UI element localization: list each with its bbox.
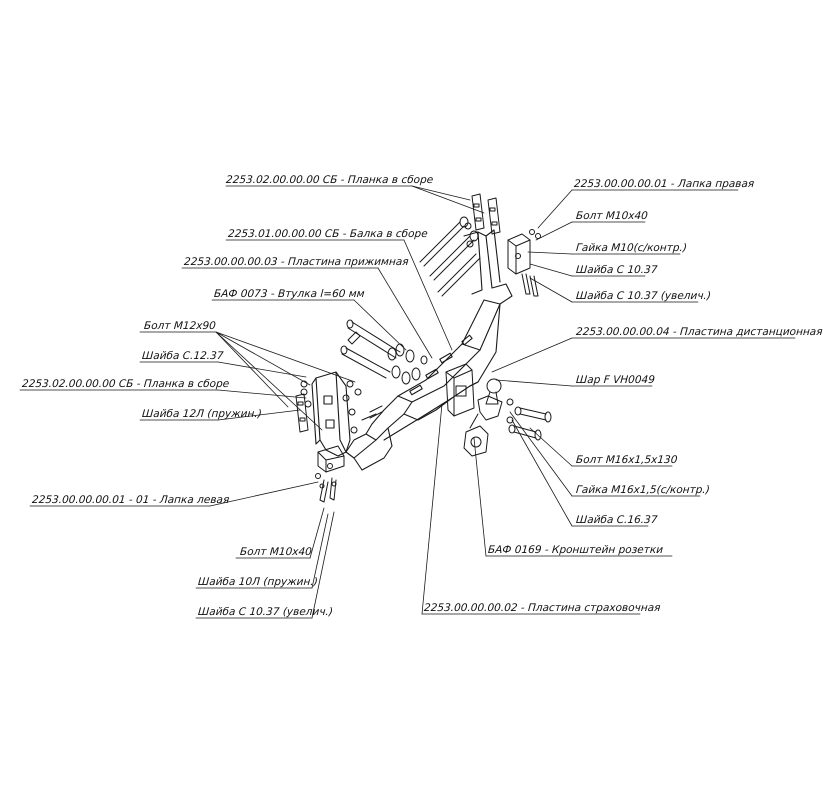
label-underlines bbox=[19, 185, 796, 619]
tow-ball-assembly bbox=[445, 363, 552, 457]
label-shaiba-c1037-uv-left: Шайба С 10.37 (увелич.) bbox=[197, 606, 334, 618]
right-paw bbox=[507, 229, 541, 297]
label-shaiba-c1037-uv-right: Шайба С 10.37 (увелич.) bbox=[575, 290, 712, 302]
left-paw bbox=[315, 445, 345, 503]
label-bolt-m10x40-right: Болт М10х40 bbox=[575, 210, 649, 222]
label-shaiba-c1037-right: Шайба С 10.37 bbox=[575, 264, 658, 276]
label-bolt-m16: Болт М16х1,5х130 bbox=[575, 454, 678, 466]
plank-assembly-left bbox=[295, 380, 312, 433]
label-plastina-prizhimnaya: 2253.00.00.00.03 - Пластина прижимная bbox=[183, 256, 409, 268]
label-bolt-m12x90: Болт М12х90 bbox=[143, 320, 217, 332]
assembly-drawing bbox=[19, 185, 796, 619]
label-shaiba-10l: Шайба 10Л (пружин.) bbox=[197, 576, 319, 588]
label-kronshtein: БАФ 0169 - Кронштейн розетки bbox=[487, 544, 664, 556]
label-planka-sb-left: 2253.02.00.00.00 СБ - Планка в сборе bbox=[21, 378, 230, 390]
label-lapka-pravaya: 2253.00.00.00.01 - Лапка правая bbox=[573, 178, 755, 190]
label-balka-sb: 2253.01.00.00.00 СБ - Балка в сборе bbox=[227, 228, 429, 240]
label-shaiba-c1237: Шайба С.12.37 bbox=[141, 350, 224, 362]
plank-assembly-right bbox=[419, 193, 501, 297]
label-plastina-distancionnaya: 2253.00.00.00.04 - Пластина дистанционна… bbox=[575, 326, 823, 338]
label-lapka-levaya: 2253.00.00.00.01 - 01 - Лапка левая bbox=[31, 494, 230, 506]
label-vtulka: БАФ 0073 - Втулка l=60 мм bbox=[213, 288, 365, 300]
label-shar: Шар F VH0049 bbox=[575, 374, 656, 386]
left-bolt-set bbox=[340, 319, 428, 434]
label-shaiba-12l: Шайба 12Л (пружин.) bbox=[141, 408, 263, 420]
label-bolt-m10x40-left: Болт М10х40 bbox=[239, 546, 313, 558]
label-shaiba-c1637: Шайба С.16.37 bbox=[575, 514, 658, 526]
exploded-assembly-diagram: 2253.02.00.00.00 СБ - Планка в сборе 225… bbox=[19, 174, 823, 619]
label-gaika-m16: Гайка М16х1,5(с/контр.) bbox=[575, 484, 711, 496]
label-gaika-m10: Гайка М10(с/контр.) bbox=[575, 242, 688, 254]
label-plastina-strahovochnaya: 2253.00.00.00.02 - Пластина страховочная bbox=[423, 602, 661, 614]
label-planka-sb-top: 2253.02.00.00.00 СБ - Планка в сборе bbox=[225, 174, 434, 186]
leader-lines bbox=[209, 185, 573, 619]
